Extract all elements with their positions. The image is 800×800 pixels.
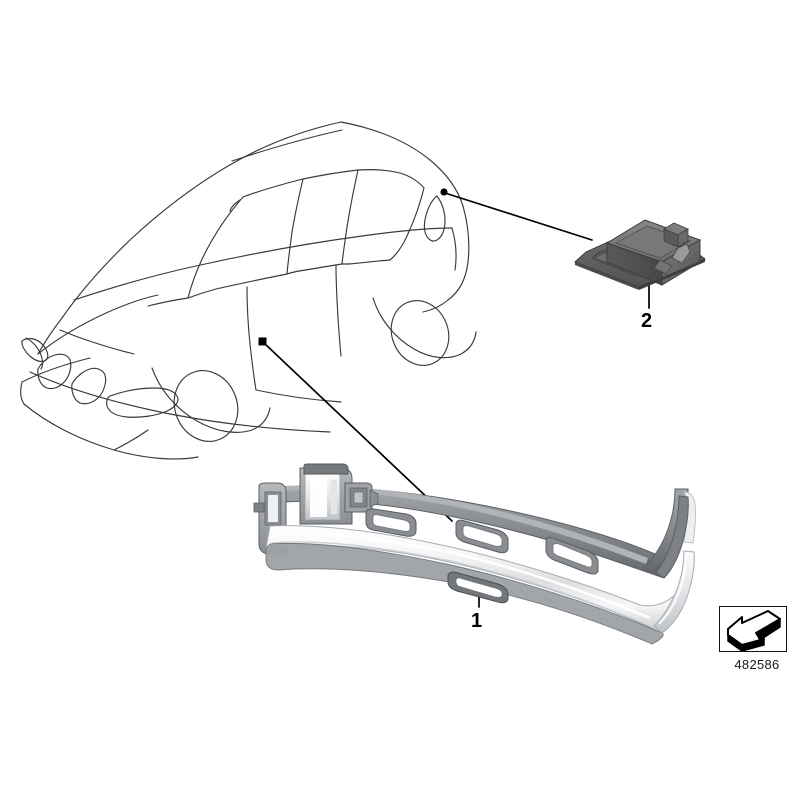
callout-number-2: 2	[641, 310, 653, 332]
diagram-id-label: 482586	[734, 657, 780, 672]
anchor-dot-2	[440, 188, 448, 196]
orientation-arrow-icon	[719, 606, 787, 652]
vehicle-outline	[20, 121, 477, 460]
callout-number-1: 1	[471, 610, 483, 632]
arrow-direction-icon	[727, 610, 781, 651]
part-2-license-plate-light	[574, 219, 706, 290]
part-1-turn-signal-indicator	[253, 463, 696, 645]
leader-line-2	[444, 192, 593, 241]
leader-line-1	[263, 342, 453, 522]
anchor-dot-1	[258, 337, 267, 346]
